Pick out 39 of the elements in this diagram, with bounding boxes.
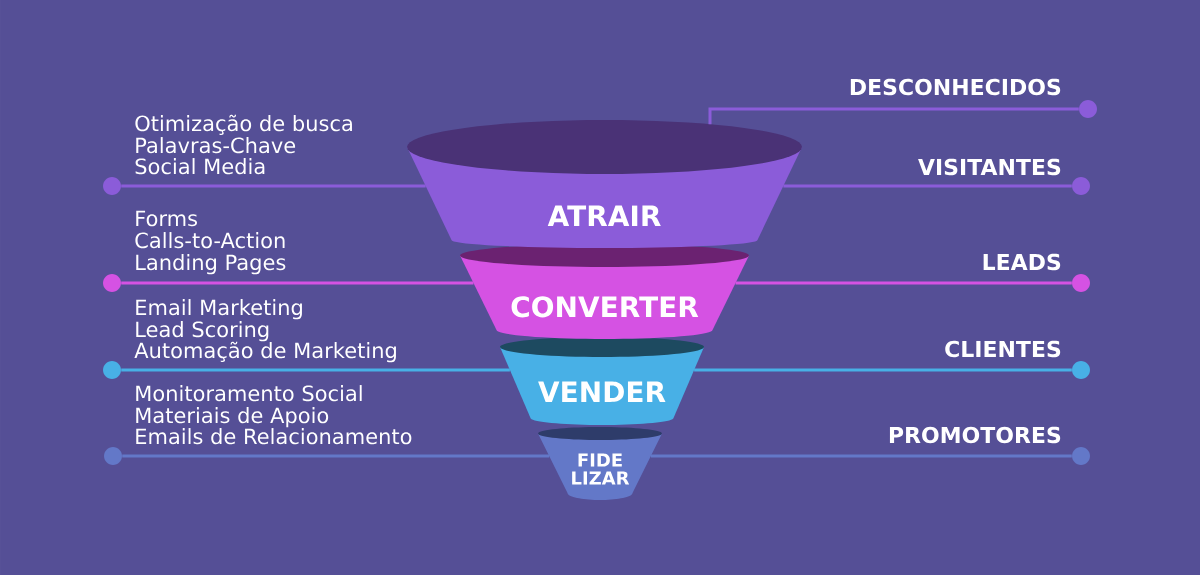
dot [1072,361,1090,379]
connector-line [650,454,1072,458]
stage-label: VISITANTES [918,158,1061,176]
connector-line [121,184,426,188]
dot [1072,177,1090,195]
list-item: Palavras-Chave [136,137,296,154]
dot [103,177,121,195]
stage-label: CLIENTES [945,340,1061,358]
connector-line [783,184,1072,188]
dot [103,274,121,292]
list-item: Automação de Marketing [134,341,396,363]
funnel-segment: VENDER [500,337,704,425]
list-item: Calls-to-Action [135,232,285,249]
dot [104,447,122,465]
connector-line [708,107,1079,125]
list-item: Otimização de busca [135,114,352,136]
list-item: Emails de Relacionamento [136,428,412,445]
list-item: Materiais de Apoio [136,407,329,428]
stage-label: LEADS [983,253,1061,271]
dot [1079,100,1097,118]
connector-line [121,368,510,372]
dot [103,361,121,379]
list-item: Social Media [135,158,265,175]
stage-label: PROMOTORES [889,426,1061,444]
dot [1072,447,1090,465]
connector-line [122,454,550,458]
connector-line [735,281,1072,285]
list-item: Forms [136,210,197,227]
list-item: Lead Scoring [136,321,269,342]
connector-line [694,368,1072,372]
list-item: Monitoramento Social [136,385,362,402]
list-item: Landing Pages [136,254,286,275]
funnel-segment: CONVERTER [460,244,749,339]
funnel-segment: FIDE LIZAR [538,427,662,500]
funnel-segment: ATRAIR [407,120,802,248]
list-item: Email Marketing [136,299,302,320]
dot [1072,274,1090,292]
connector-line [121,281,474,285]
stage-label: DESCONHECIDOS [850,78,1061,96]
